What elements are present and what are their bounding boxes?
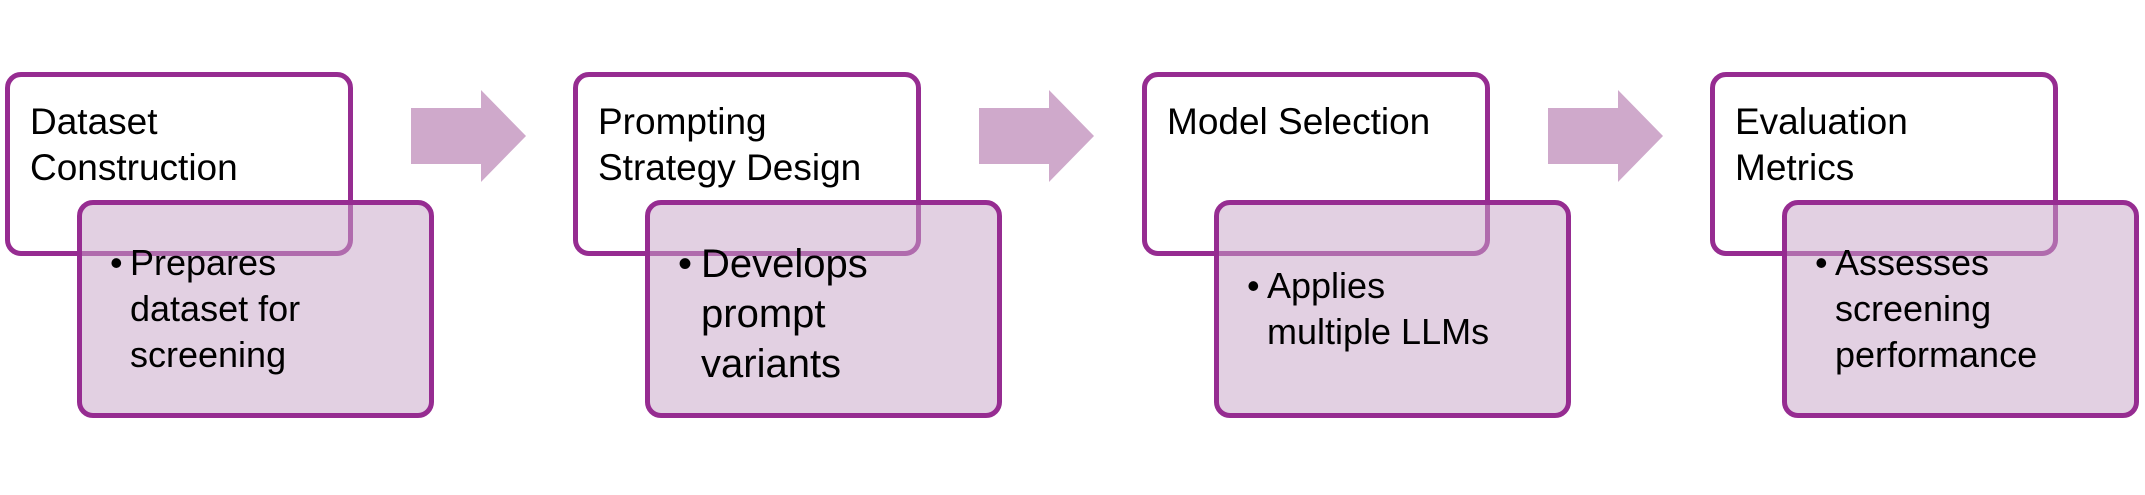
step-description: Applies multiple LLMs <box>1267 265 1490 352</box>
step-title: Prompting Strategy Design <box>598 101 862 188</box>
step-description: Prepares dataset for screening <box>130 242 301 375</box>
bullet-icon: • <box>1815 242 1828 283</box>
step-description-box: • Prepares dataset for screening <box>77 200 434 418</box>
step-title: Dataset Construction <box>30 101 238 188</box>
bullet-icon: • <box>678 242 693 286</box>
step-title: Model Selection <box>1167 101 1431 142</box>
bullet-icon: • <box>110 242 123 283</box>
step-evaluation-metrics: Evaluation Metrics • Assesses screening … <box>1705 0 2139 495</box>
step-description: Assesses screening performance <box>1835 242 2038 375</box>
right-arrow-icon <box>1548 90 1663 182</box>
step-description-box: • Develops prompt variants <box>645 200 1002 418</box>
step-description-item: • Assesses screening performance <box>1815 240 2037 378</box>
step-prompting-strategy-design: Prompting Strategy Design • Develops pro… <box>568 0 1002 495</box>
step-description-item: • Develops prompt variants <box>678 239 868 389</box>
step-description-item: • Prepares dataset for screening <box>110 240 300 378</box>
right-arrow-icon <box>979 90 1094 182</box>
step-dataset-construction: Dataset Construction • Prepares dataset … <box>0 0 434 495</box>
step-description: Develops prompt variants <box>701 242 868 386</box>
bullet-icon: • <box>1247 265 1260 306</box>
step-description-box: • Assesses screening performance <box>1782 200 2139 418</box>
step-title: Evaluation Metrics <box>1735 101 1908 188</box>
step-description-box: • Applies multiple LLMs <box>1214 200 1571 418</box>
right-arrow-icon <box>411 90 526 182</box>
step-description-item: • Applies multiple LLMs <box>1247 263 1489 355</box>
step-model-selection: Model Selection • Applies multiple LLMs <box>1137 0 1571 495</box>
